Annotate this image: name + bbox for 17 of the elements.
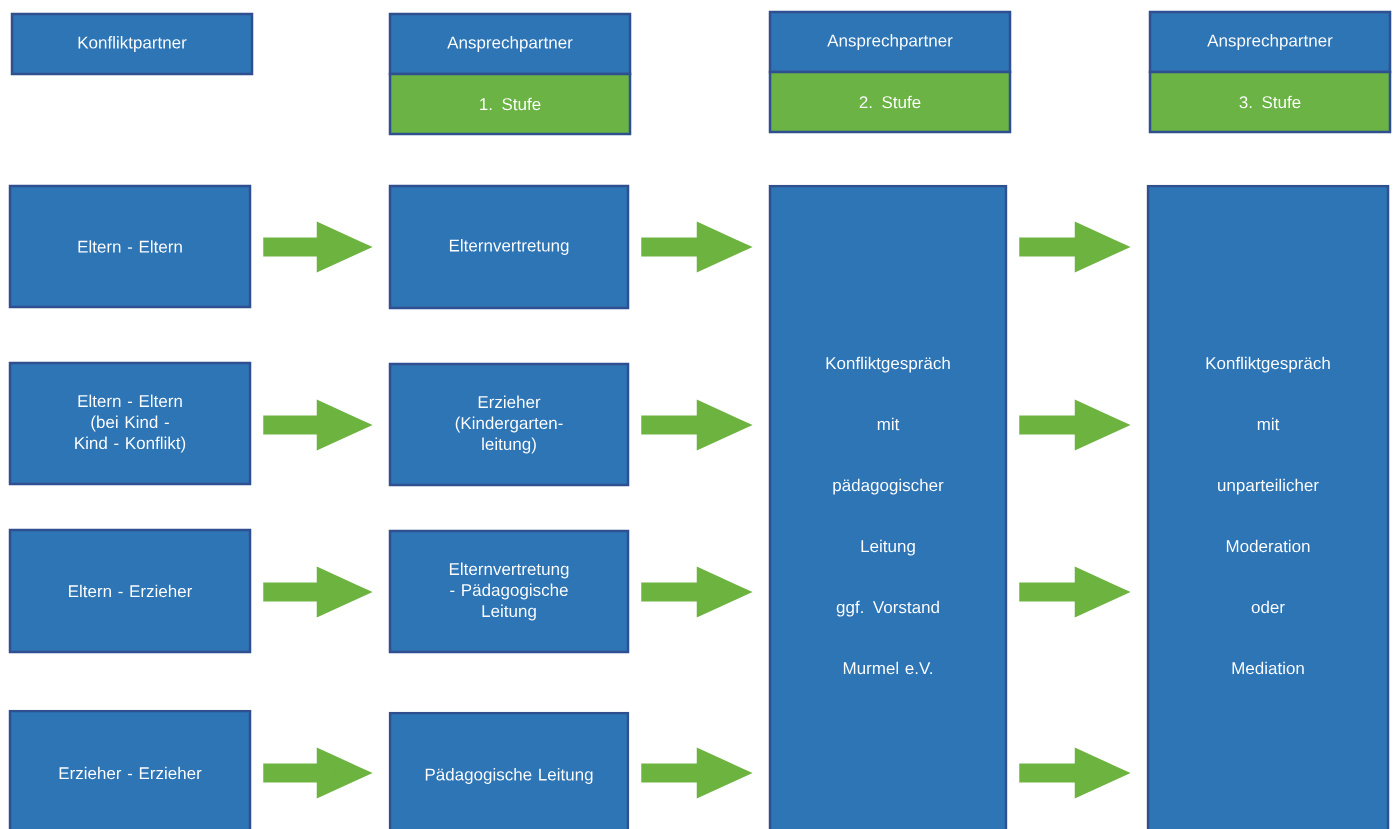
process-box: Elternvertretung [388,184,630,310]
tall-box: Konfliktgespräch mit unparteilicher Moderation oder Mediation [1146,184,1390,829]
process-box: Eltern - Eltern (bei Kind - Kind - Konflikt) [8,361,252,486]
process-box: Eltern - Erzieher [8,528,252,654]
header-box: Ansprechpartner [768,10,1012,74]
process-box: Erzieher (Kindergarten-leitung) [388,362,630,487]
header-box: Ansprechpartner [388,12,632,76]
header-box: Konfliktpartner [10,12,254,76]
process-box: Pädagogische Leitung [388,711,630,829]
tall-box: Konfliktgespräch mit pädagogischer Leitung ggf. Vorstand Murmel e.V. [768,184,1008,829]
process-box: Eltern - Eltern [8,184,252,309]
stage-box: 3. Stufe [1148,70,1392,134]
stage-box: 2. Stufe [768,70,1012,134]
header-box: Ansprechpartner [1148,10,1392,74]
stage-box: 1. Stufe [388,72,632,136]
process-box: Elternvertretung - Pädagogische Leitung [388,529,630,654]
process-box: Erzieher - Erzieher [8,709,252,829]
